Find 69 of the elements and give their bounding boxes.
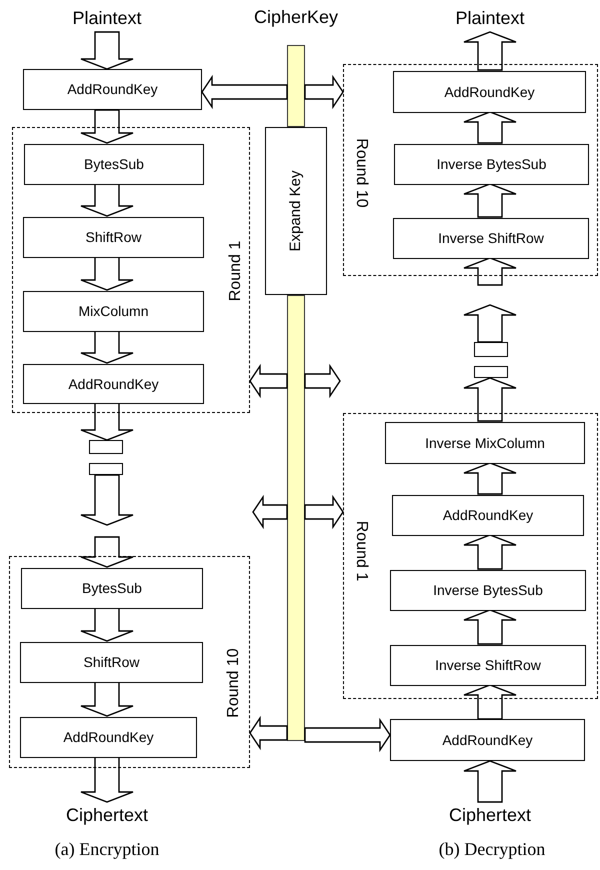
process-box: ShiftRow <box>20 642 203 683</box>
block-arrow <box>201 74 288 110</box>
block-arrow <box>249 364 288 398</box>
ellipsis-box <box>89 463 123 475</box>
process-box: BytesSub <box>21 568 203 609</box>
ellipsis-box <box>474 366 508 378</box>
key-bar <box>287 45 305 127</box>
process-box: AddRoundKey <box>23 69 202 110</box>
key-input-label: CipherKey <box>252 6 340 29</box>
process-box: BytesSub <box>24 144 204 185</box>
block-arrow <box>80 536 134 568</box>
process-box: Inverse BytesSub <box>394 144 589 185</box>
rotated-label: Expand Key <box>286 170 305 252</box>
ellipsis-box <box>474 342 508 357</box>
process-box: Inverse BytesSub <box>390 570 586 611</box>
expand-key-box <box>265 127 327 295</box>
text-label: Plaintext <box>40 4 174 32</box>
process-box: AddRoundKey <box>23 364 204 404</box>
text-label: Ciphertext <box>40 802 174 828</box>
round-group <box>343 413 598 699</box>
process-box: Inverse ShiftRow <box>393 218 589 259</box>
key-bar <box>287 295 305 741</box>
process-box: AddRoundKey <box>393 71 586 113</box>
text-label: Ciphertext <box>423 802 557 828</box>
block-arrow <box>463 111 517 144</box>
block-arrow <box>80 31 134 70</box>
round-label: Round 10 <box>224 648 243 718</box>
block-arrow <box>80 330 134 364</box>
block-arrow <box>463 257 517 286</box>
process-box: Inverse MixColumn <box>385 422 585 464</box>
block-arrow <box>463 462 517 495</box>
block-arrow <box>304 74 344 110</box>
block-arrow <box>80 756 134 803</box>
figure-caption: (a) Encryption <box>54 838 160 861</box>
process-box: AddRoundKey <box>390 719 585 761</box>
block-arrow <box>463 183 517 218</box>
process-box: Inverse ShiftRow <box>390 645 586 686</box>
block-arrow <box>304 718 391 752</box>
round-group <box>343 64 598 276</box>
round-group <box>9 556 250 768</box>
process-box: MixColumn <box>23 291 204 332</box>
block-arrow <box>463 534 517 570</box>
process-box: ShiftRow <box>23 217 204 258</box>
block-arrow <box>463 377 517 422</box>
process-box: AddRoundKey <box>392 495 584 536</box>
block-arrow <box>80 474 134 526</box>
round-label: Round 10 <box>352 138 371 208</box>
block-arrow <box>304 364 341 398</box>
block-arrow <box>249 716 288 750</box>
block-arrow <box>463 684 517 720</box>
text-label: Plaintext <box>423 4 557 32</box>
ellipsis-box <box>89 440 123 454</box>
block-arrow <box>80 256 134 291</box>
block-arrow <box>463 31 517 71</box>
block-arrow <box>80 681 134 717</box>
figure-caption: (b) Decryption <box>438 838 546 861</box>
block-arrow <box>463 304 517 343</box>
block-arrow <box>463 609 517 645</box>
block-arrow <box>80 402 134 441</box>
block-arrow <box>80 183 134 217</box>
block-arrow <box>80 109 134 144</box>
block-arrow <box>252 494 288 530</box>
block-arrow <box>304 494 344 530</box>
round-label: Round 1 <box>226 240 245 302</box>
block-arrow <box>80 607 134 642</box>
block-arrow <box>463 760 517 803</box>
round-group <box>12 127 250 413</box>
process-box: AddRoundKey <box>20 717 197 758</box>
round-label: Round 1 <box>352 520 371 582</box>
